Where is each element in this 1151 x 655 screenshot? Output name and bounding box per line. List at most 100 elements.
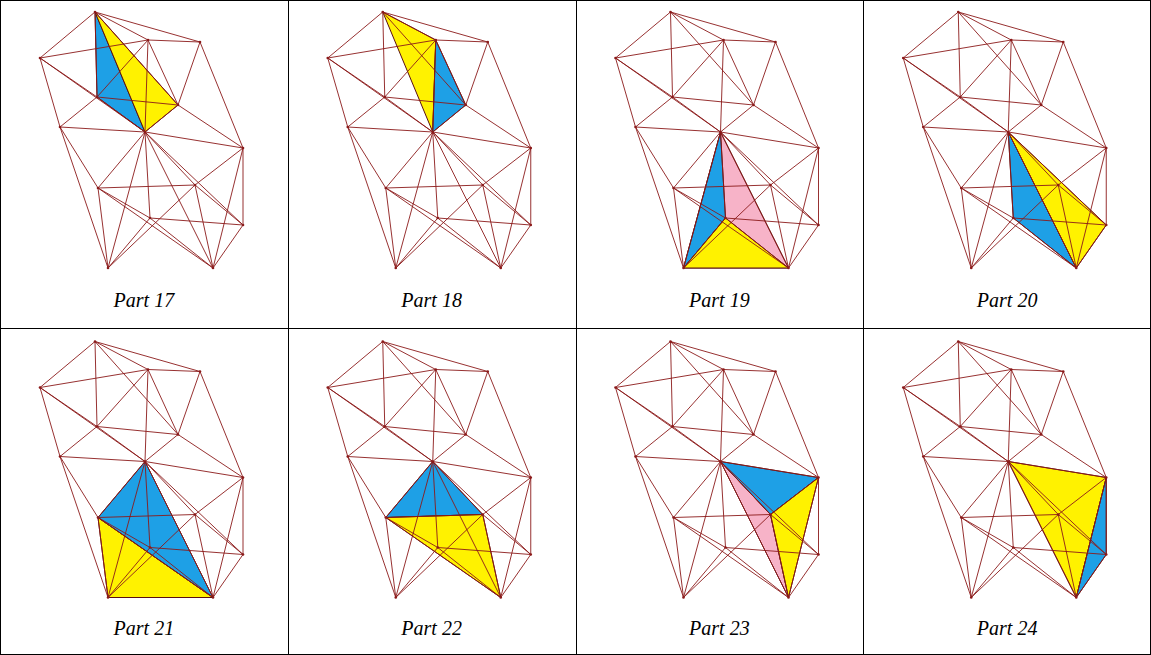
face-triangle	[383, 12, 436, 132]
vertex-dot	[634, 126, 637, 129]
wire-edge	[721, 462, 819, 555]
vertex-dot	[1010, 368, 1013, 371]
wire-edge	[818, 148, 819, 225]
wire-edge	[178, 42, 200, 105]
wire-edge	[40, 58, 145, 132]
wire-edge	[40, 12, 95, 58]
vertex-dot	[959, 425, 962, 428]
wire-edge	[40, 40, 148, 58]
vertex-dot	[529, 224, 532, 227]
vertex-dot	[242, 147, 245, 150]
vertex-dot	[722, 368, 725, 371]
vertex-dot	[1010, 39, 1013, 42]
wire-edge	[200, 372, 243, 478]
wire-edge	[213, 555, 243, 598]
wire-edge	[671, 342, 776, 372]
wire-edge	[108, 218, 150, 268]
wire-edge	[903, 58, 1008, 132]
vertex-dot	[94, 11, 97, 14]
wire-edge	[673, 427, 754, 435]
wire-edge	[671, 12, 724, 40]
vertex-dot	[817, 147, 820, 150]
vertex-dot	[752, 104, 755, 107]
wire-edge	[674, 515, 771, 518]
vertex-dot	[529, 553, 532, 556]
wire-edge	[433, 132, 483, 185]
vertex-dot	[682, 267, 685, 270]
wire-edge	[684, 218, 726, 268]
wire-edge	[674, 462, 721, 518]
wire-edge	[671, 342, 673, 427]
wire-edge	[98, 188, 108, 268]
wire-edge	[684, 462, 721, 598]
wire-edge	[178, 435, 243, 478]
vertex-dot	[719, 460, 722, 463]
wire-edge	[40, 58, 60, 127]
vertex-dot	[1057, 513, 1060, 516]
wire-edge	[616, 388, 636, 457]
wire-edge	[488, 372, 531, 478]
wire-edge	[923, 457, 1008, 462]
wire-edge	[1008, 370, 1011, 462]
wire-edge	[961, 518, 1076, 598]
wire-edge	[383, 342, 488, 372]
vertex-dot	[671, 425, 674, 428]
vertex-dot	[817, 476, 820, 479]
vertex-dot	[97, 516, 100, 519]
wire-edge	[958, 342, 1041, 435]
vertex-dot	[724, 217, 727, 220]
wire-edge	[636, 457, 674, 518]
wire-edge	[60, 97, 97, 127]
wire-edge	[958, 342, 1011, 370]
vertex-dot	[1007, 131, 1010, 134]
wire-edge	[754, 372, 776, 435]
wire-edge	[923, 127, 1008, 132]
vertex-dot	[970, 267, 973, 270]
wire-edge	[150, 548, 243, 555]
wire-edge	[1058, 515, 1106, 555]
polyhedron-figure	[39, 340, 245, 599]
wire-edge	[1008, 105, 1041, 132]
wire-edge	[348, 457, 386, 518]
wire-edge	[433, 435, 466, 462]
wire-edge	[971, 218, 1013, 268]
wire-edge	[961, 518, 971, 598]
part-caption: Part 24	[977, 617, 1038, 639]
vertex-dot	[672, 187, 675, 190]
wire-edge	[98, 518, 150, 548]
wire-edge	[960, 97, 1041, 105]
wire-edge	[616, 342, 671, 388]
wire-edge	[1063, 372, 1106, 478]
polyhedron-figure	[326, 340, 532, 599]
wire-edge	[195, 515, 243, 555]
wire-edge	[501, 148, 531, 268]
wire-edge	[673, 40, 724, 97]
face-triangle	[1076, 478, 1106, 598]
wire-edge	[960, 40, 1011, 97]
wire-edge	[684, 548, 726, 598]
wire-edge	[961, 515, 1058, 518]
wire-edge	[789, 148, 819, 268]
wire-edge	[1063, 42, 1106, 148]
wire-edge	[97, 427, 178, 435]
wire-edge	[776, 372, 819, 478]
vertex-dot	[381, 340, 384, 343]
wire-edge	[98, 188, 213, 268]
wire-edge	[383, 12, 385, 97]
wire-edge	[98, 462, 145, 518]
part-caption: Part 18	[401, 289, 462, 311]
vertex-dot	[1062, 370, 1065, 373]
polyhedron-figure	[614, 340, 820, 599]
wire-edge	[960, 370, 1011, 427]
wire-edge	[433, 132, 531, 225]
wire-edge	[721, 435, 754, 462]
wire-edge	[674, 188, 789, 268]
vertex-dot	[481, 184, 484, 187]
wire-edge	[671, 12, 673, 97]
wire-edge	[97, 97, 178, 105]
wire-edge	[150, 218, 213, 268]
wire-edge	[178, 372, 200, 435]
part-caption: Part 19	[689, 289, 750, 311]
wire-edge	[776, 42, 819, 148]
wire-edge	[383, 342, 385, 427]
